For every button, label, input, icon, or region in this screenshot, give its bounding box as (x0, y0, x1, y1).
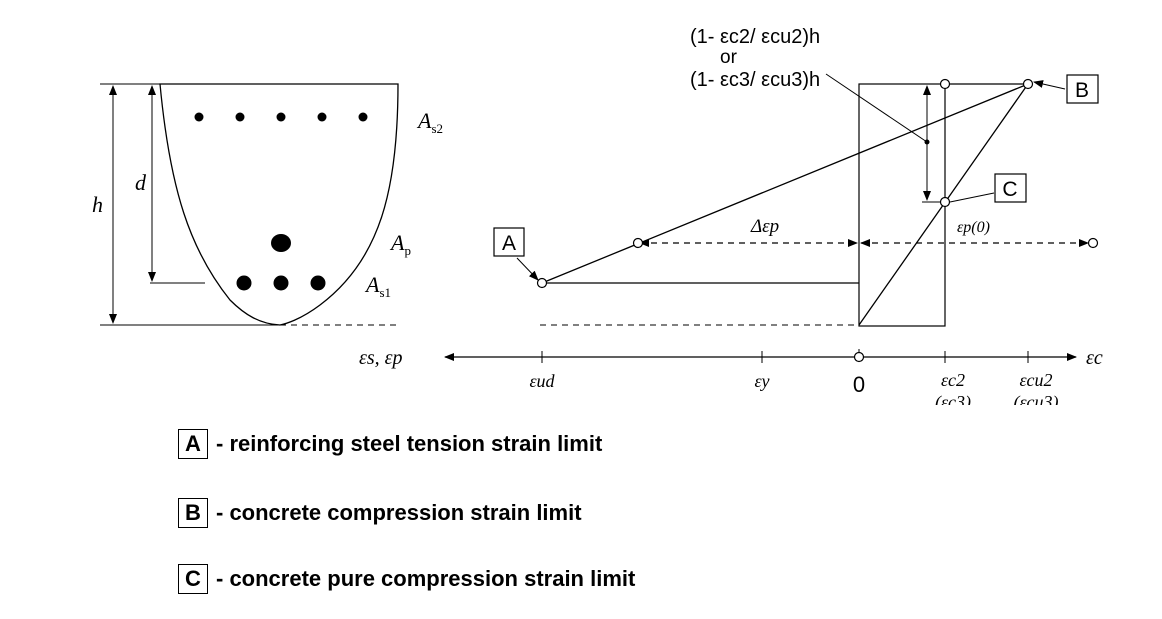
marker-c: C (949, 173, 1027, 203)
point-c-circle (939, 196, 951, 208)
top-reinforcement-as2 (194, 112, 368, 122)
top-bar (235, 112, 245, 122)
marker-c-pointer (949, 192, 995, 203)
legend-item-a: A - reinforcing steel tension strain lim… (178, 424, 602, 464)
depth-leader-line (825, 73, 928, 143)
as2-label: As2 (416, 108, 443, 136)
delta-ep-label: Δεp (750, 216, 779, 237)
tick-label-zero: 0 (853, 372, 865, 397)
top-bar (276, 112, 286, 122)
d-label: d (135, 170, 147, 195)
legend-text-b: - concrete compression strain limit (216, 500, 582, 525)
tick-label-ey: εy (754, 371, 769, 391)
prestressing-tendon-ap (271, 234, 291, 252)
tick-label-ec2: εc2 (941, 370, 965, 390)
bottom-bar (236, 275, 252, 291)
point-b-circle (1022, 78, 1034, 90)
legend-key-b: B (178, 498, 208, 528)
depth-formula-line2: (1- εc3/ εcu3)h (690, 69, 820, 91)
bottom-reinforcement-as1 (236, 275, 326, 291)
tick-label-ecu3: (εcu3) (1013, 392, 1058, 405)
axis-left-label: εs, εp (359, 347, 403, 369)
ep0-end-circle (1087, 237, 1099, 249)
top-bar (358, 112, 368, 122)
bottom-bar (310, 275, 326, 291)
strain-line-a-to-b (541, 83, 1029, 284)
marker-a-label: A (502, 232, 516, 255)
strain-diagram: A B C (1- εc2/ εcu2)h or (1- εc3/ εcu3)h… (359, 26, 1103, 413)
depth-leader-dot (924, 139, 930, 145)
strain-region-frame (858, 83, 946, 327)
marker-c-box (994, 173, 1027, 203)
legend-text-c: - concrete pure compression strain limit (216, 566, 636, 591)
tendon-strain-circle (632, 237, 644, 249)
marker-b-pointer (1033, 80, 1066, 90)
legend-item-c: C - concrete pure compression strain lim… (178, 559, 635, 599)
tick-label-ec3: (εc3) (935, 392, 971, 405)
top-bar (194, 112, 204, 122)
depth-formula-line1: (1- εc2/ εcu2)h (690, 26, 820, 48)
strain-diagram-svg: h d As2 Ap As1 (92, 26, 1103, 413)
ap-label: Ap (389, 230, 411, 258)
axis-right-label: εc (1086, 347, 1103, 369)
legend-key-c: C (178, 564, 208, 594)
marker-b-box (1066, 74, 1099, 104)
legend-item-b: B - concrete compression strain limit (178, 493, 582, 533)
point-a-circle (536, 277, 548, 289)
axis-origin-circle (853, 351, 865, 363)
legend-text-a: - reinforcing steel tension strain limit (216, 431, 603, 456)
tick-label-ecu2: εcu2 (1019, 370, 1052, 390)
marker-c-label: C (1002, 178, 1017, 201)
as1-label: As1 (364, 272, 391, 300)
marker-a-box (493, 227, 525, 257)
axis-ticks (541, 351, 1029, 363)
ec2-top-circle (939, 78, 951, 90)
cross-section: h d As2 Ap As1 (92, 83, 443, 326)
bottom-bar (273, 275, 289, 291)
depth-formula-or: or (720, 47, 738, 68)
marker-b: B (1033, 74, 1099, 104)
ep0-label: εp(0) (957, 219, 990, 236)
tick-label-eud: εud (529, 371, 555, 391)
marker-a-pointer (516, 257, 539, 281)
marker-a: A (493, 227, 539, 281)
marker-b-label: B (1075, 79, 1089, 102)
legend-key-a: A (178, 429, 208, 459)
top-bar (317, 112, 327, 122)
h-label: h (92, 192, 103, 217)
